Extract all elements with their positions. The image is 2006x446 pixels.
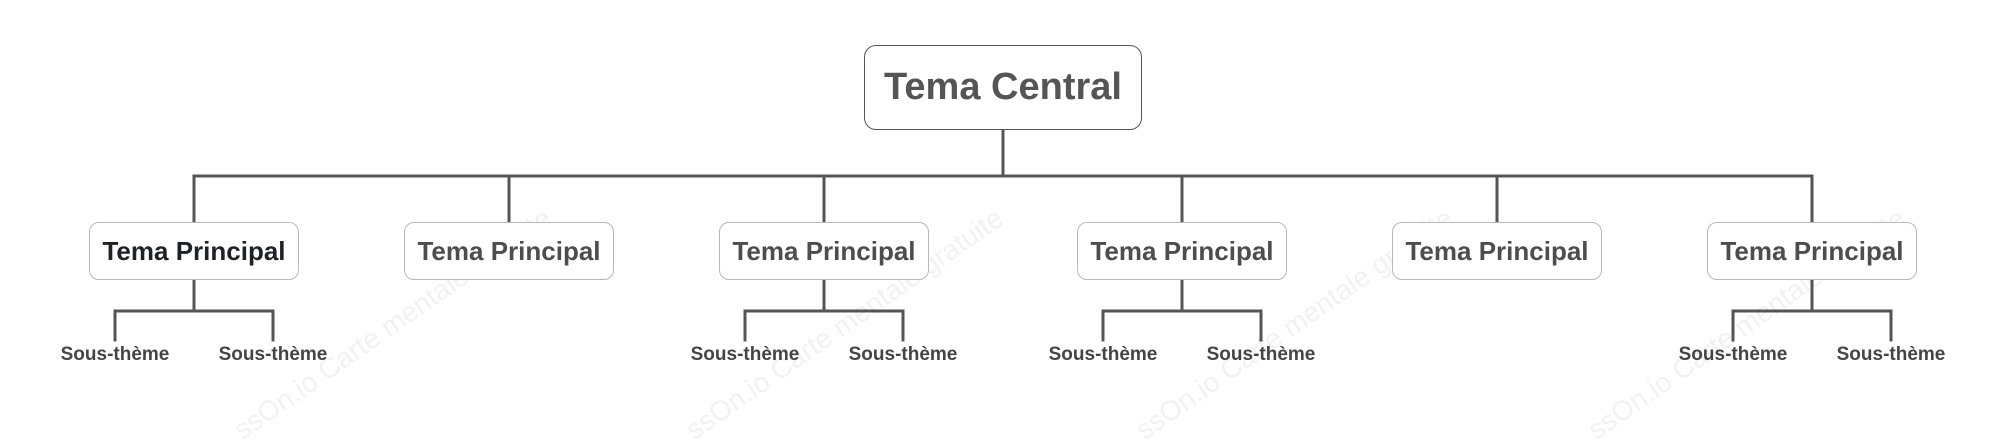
subtopic[interactable]: Sous-thème <box>690 344 800 365</box>
subtopic[interactable]: Sous-thème <box>218 344 328 365</box>
connector-layer <box>113 129 1893 342</box>
subtopic[interactable]: Sous-thème <box>848 344 958 365</box>
subtopic[interactable]: Sous-thème <box>60 344 170 365</box>
central-topic[interactable]: Tema Central <box>864 45 1142 130</box>
main-topic[interactable]: Tema Principal <box>404 222 614 280</box>
subtopic[interactable]: Sous-thème <box>1836 344 1946 365</box>
subtopic[interactable]: Sous-thème <box>1678 344 1788 365</box>
main-topic[interactable]: Tema Principal <box>89 222 299 280</box>
main-topic[interactable]: Tema Principal <box>719 222 929 280</box>
main-topic[interactable]: Tema Principal <box>1707 222 1917 280</box>
subtopic[interactable]: Sous-thème <box>1206 344 1316 365</box>
subtopic[interactable]: Sous-thème <box>1048 344 1158 365</box>
main-topic[interactable]: Tema Principal <box>1077 222 1287 280</box>
main-topic[interactable]: Tema Principal <box>1392 222 1602 280</box>
